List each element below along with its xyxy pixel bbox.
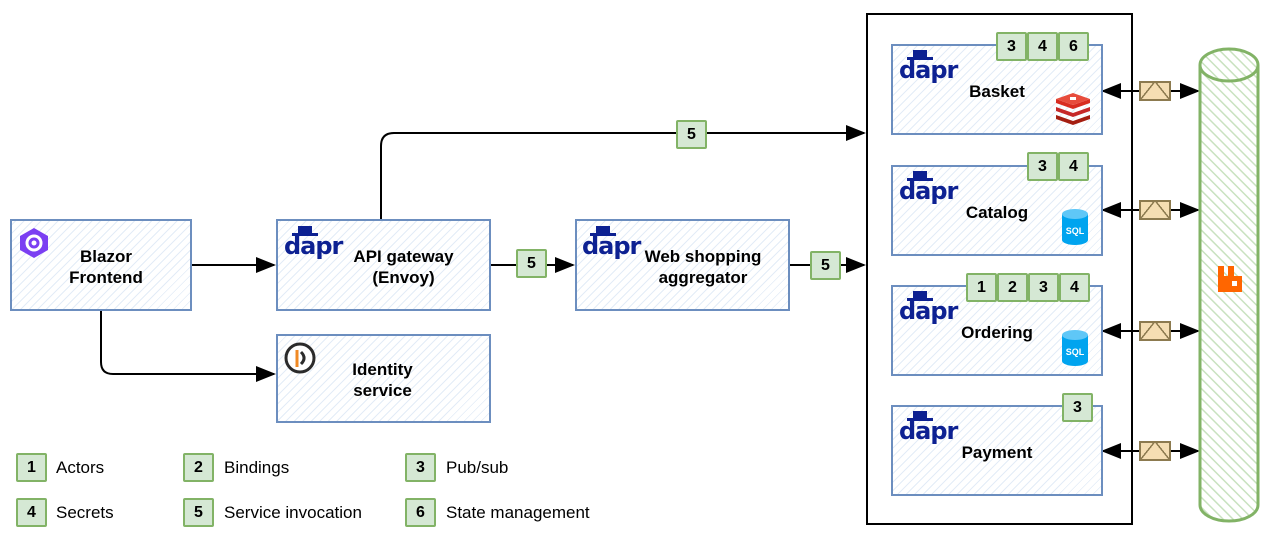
message-envelope-icon xyxy=(1139,321,1171,341)
edge-badge-service-invocation: 5 xyxy=(676,120,707,149)
legend-badge: 5 xyxy=(183,498,214,527)
catalog-badge: 3 xyxy=(1027,152,1058,181)
dapr-logo: dapr xyxy=(897,411,958,449)
payment-badge: 3 xyxy=(1062,393,1093,422)
blazor-icon xyxy=(20,228,48,258)
legend-label: Service invocation xyxy=(224,503,362,522)
rabbitmq-icon xyxy=(1218,266,1242,292)
redis-icon xyxy=(1056,93,1090,125)
sql-database-icon: SQL xyxy=(1062,330,1088,366)
edge-badge-service-invocation: 5 xyxy=(516,249,547,278)
blazor-frontend-label: Blazor Frontend xyxy=(69,247,143,287)
dapr-logo: dapr xyxy=(897,171,958,209)
basket-badge: 3 xyxy=(996,32,1027,61)
api-gateway-label: API gateway (Envoy) xyxy=(353,247,454,287)
legend-badge: 3 xyxy=(405,453,436,482)
basket-badge: 6 xyxy=(1058,32,1089,61)
dapr-logo: dapr xyxy=(897,50,958,88)
basket-label: Basket xyxy=(969,82,1025,101)
edge-blazor-identity xyxy=(100,311,276,382)
edge-gateway-basket xyxy=(380,125,866,219)
legend-label: Pub/sub xyxy=(446,458,509,477)
legend-badge: 2 xyxy=(183,453,214,482)
payment-label: Payment xyxy=(961,443,1033,462)
legend-label: Bindings xyxy=(224,458,290,477)
ordering-label: Ordering xyxy=(961,323,1033,342)
ordering-badge: 4 xyxy=(1059,273,1090,302)
legend-badge: 4 xyxy=(16,498,47,527)
dapr-logo: dapr xyxy=(282,226,343,264)
message-envelope-icon xyxy=(1139,200,1171,220)
sql-database-icon: SQL xyxy=(1062,209,1088,245)
catalog-label: Catalog xyxy=(965,203,1029,222)
svg-text:SQL: SQL xyxy=(1066,226,1085,236)
ordering-badge: 3 xyxy=(1028,273,1059,302)
legend-label: Secrets xyxy=(56,503,114,522)
message-envelope-icon xyxy=(1139,81,1171,101)
dapr-logo: dapr xyxy=(580,226,641,264)
legend-badge: 1 xyxy=(16,453,47,482)
ordering-badge: 1 xyxy=(966,273,997,302)
aggregator-label: Web shopping aggregator xyxy=(644,247,762,287)
legend-label: State management xyxy=(446,503,590,522)
identity-service-label: Identity service xyxy=(352,360,413,400)
edge-badge-service-invocation: 5 xyxy=(810,251,841,280)
identity-icon xyxy=(284,342,316,374)
ordering-badge: 2 xyxy=(997,273,1028,302)
legend-label: Actors xyxy=(56,458,105,477)
dapr-logo: dapr xyxy=(897,291,958,329)
legend-badge: 6 xyxy=(405,498,436,527)
svg-text:SQL: SQL xyxy=(1066,347,1085,357)
message-envelope-icon xyxy=(1139,441,1171,461)
services-container xyxy=(866,13,1133,525)
basket-badge: 4 xyxy=(1027,32,1058,61)
catalog-badge: 4 xyxy=(1058,152,1089,181)
message-bus-cylinder xyxy=(1198,47,1260,523)
